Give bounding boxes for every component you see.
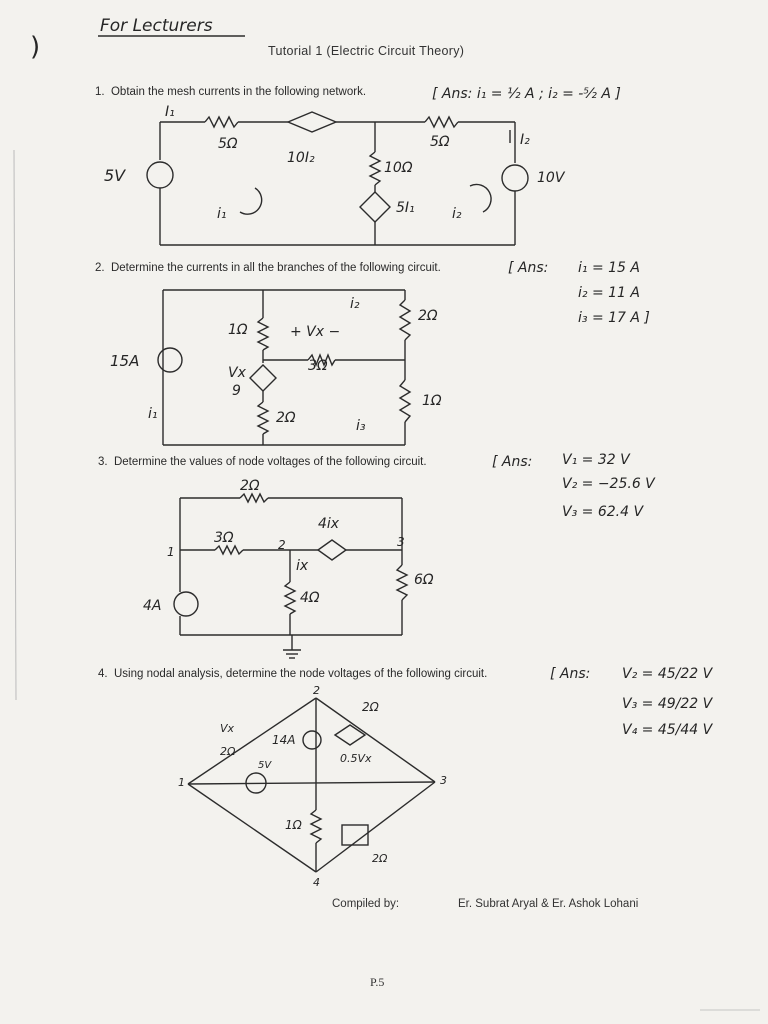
q1-label-cs1: 10I₂ bbox=[287, 150, 315, 166]
q2-label-r-right-low: 1Ω bbox=[422, 393, 442, 409]
q4-circuit bbox=[187, 697, 436, 873]
q1-label-mesh1: i₁ bbox=[217, 206, 227, 222]
q2-label-i2: i₂ bbox=[350, 296, 360, 312]
page-title: Tutorial 1 (Electric Circuit Theory) bbox=[268, 44, 465, 58]
answer-3-prefix: [ Ans: bbox=[492, 454, 533, 470]
question-3: 3. Determine the values of node voltages… bbox=[98, 456, 427, 468]
answer-4-line-2: V₃ = 49/22 V bbox=[622, 696, 713, 712]
q2-label-vx: + Vx − bbox=[290, 324, 341, 340]
question-1: 1. Obtain the mesh currents in the follo… bbox=[95, 86, 366, 98]
q4-label-n3: 3 bbox=[440, 774, 447, 787]
q3-label-n2: 2 bbox=[278, 538, 286, 552]
q3-circuit bbox=[173, 492, 409, 659]
q4-label-n4: 4 bbox=[313, 876, 320, 889]
q3-label-n1: 1 bbox=[167, 545, 175, 559]
q3-label-r-mid: 4Ω bbox=[300, 590, 320, 606]
answer-1: [ Ans: i₁ = ½ A ; i₂ = -⁵⁄₂ A ] bbox=[432, 86, 621, 102]
page-number: P.5 bbox=[370, 975, 385, 989]
q4-label-vx: Vx bbox=[220, 722, 235, 735]
q3-label-n3: 3 bbox=[397, 535, 405, 549]
q2-label-dep: Vx bbox=[228, 365, 246, 381]
q1-label-r3: 10Ω bbox=[384, 160, 413, 176]
q1-label-i2: I₂ bbox=[520, 132, 530, 148]
q4-label-r-tl: 2Ω bbox=[220, 745, 236, 758]
q2-label-dep-den: 9 bbox=[232, 383, 241, 399]
compiled-by-label: Compiled by: bbox=[332, 898, 400, 910]
question-number: 4. bbox=[98, 668, 108, 680]
question-4: 4. Using nodal analysis, determine the n… bbox=[98, 668, 487, 680]
question-text: Obtain the mesh currents in the followin… bbox=[110, 86, 367, 98]
q3-label-dep: 4ix bbox=[318, 516, 340, 532]
q1-label-cs2: 5I₁ bbox=[396, 200, 415, 216]
q2-label-source: 15A bbox=[110, 352, 140, 370]
q2-label-r-right-top: 2Ω bbox=[418, 308, 438, 324]
q2-label-i3: i₃ bbox=[356, 418, 366, 434]
q1-label-r2: 5Ω bbox=[430, 134, 450, 150]
q1-label-r1: 5Ω bbox=[218, 136, 238, 152]
answer-3-line-3: V₃ = 62.4 V bbox=[562, 504, 644, 520]
q1-label-mesh2: i₂ bbox=[452, 206, 462, 222]
q4-label-r-br: 2Ω bbox=[372, 852, 388, 865]
q1-label-v2: 10V bbox=[537, 170, 565, 186]
q3-label-r-top: 2Ω bbox=[240, 478, 260, 494]
answer-4-line-1: V₂ = 45/22 V bbox=[622, 666, 713, 682]
q1-circuit bbox=[146, 111, 529, 246]
q3-label-r-right: 6Ω bbox=[414, 572, 434, 588]
q4-label-r-mid: 1Ω bbox=[285, 818, 302, 832]
authors: Er. Subrat Aryal & Er. Ashok Lohani bbox=[458, 898, 639, 910]
question-2: 2. Determine the currents in all the bra… bbox=[95, 262, 441, 274]
answer-2-line-3: i₃ = 17 A ] bbox=[578, 310, 650, 326]
q2-label-r-mid: 3Ω bbox=[308, 358, 328, 374]
q4-label-n1: 1 bbox=[178, 776, 185, 789]
question-text: Using nodal analysis, determine the node… bbox=[113, 668, 488, 680]
question-text: Determine the currents in all the branch… bbox=[110, 262, 441, 274]
q1-label-i1: I₁ bbox=[165, 104, 175, 120]
q2-label-i1: i₁ bbox=[148, 406, 158, 422]
answer-3-line-1: V₁ = 32 V bbox=[562, 452, 630, 468]
q4-label-src: 14A bbox=[272, 733, 296, 747]
q4-label-dep: 0.5Vx bbox=[340, 752, 372, 765]
answer-4-line-3: V₄ = 45/44 V bbox=[622, 722, 713, 738]
q4-label-vsrc: 5V bbox=[258, 760, 272, 771]
answer-3-line-2: V₂ = −25.6 V bbox=[562, 476, 655, 492]
q4-label-r-tr: 2Ω bbox=[362, 700, 379, 714]
answer-2-line-1: i₁ = 15 A bbox=[578, 260, 640, 276]
question-number: 2. bbox=[95, 262, 105, 274]
q2-label-r1: 1Ω bbox=[228, 322, 248, 338]
audience-note: For Lecturers bbox=[100, 16, 213, 36]
q1-label-v1: 5V bbox=[104, 166, 126, 185]
answer-2-line-2: i₂ = 11 A bbox=[578, 285, 640, 301]
question-text: Determine the values of node voltages of… bbox=[113, 456, 427, 468]
question-number: 1. bbox=[95, 86, 105, 98]
answer-2-prefix: [ Ans: bbox=[508, 260, 549, 276]
question-number: 3. bbox=[98, 456, 108, 468]
q3-label-ix: ix bbox=[296, 558, 309, 574]
q4-label-n2: 2 bbox=[313, 684, 320, 697]
q3-label-src: 4A bbox=[143, 598, 162, 614]
answer-4-prefix: [ Ans: bbox=[550, 666, 591, 682]
q3-label-r-left: 3Ω bbox=[214, 530, 234, 546]
q2-label-r-low: 2Ω bbox=[276, 410, 296, 426]
page-mark: ) bbox=[30, 32, 41, 62]
q2-circuit bbox=[157, 289, 412, 446]
